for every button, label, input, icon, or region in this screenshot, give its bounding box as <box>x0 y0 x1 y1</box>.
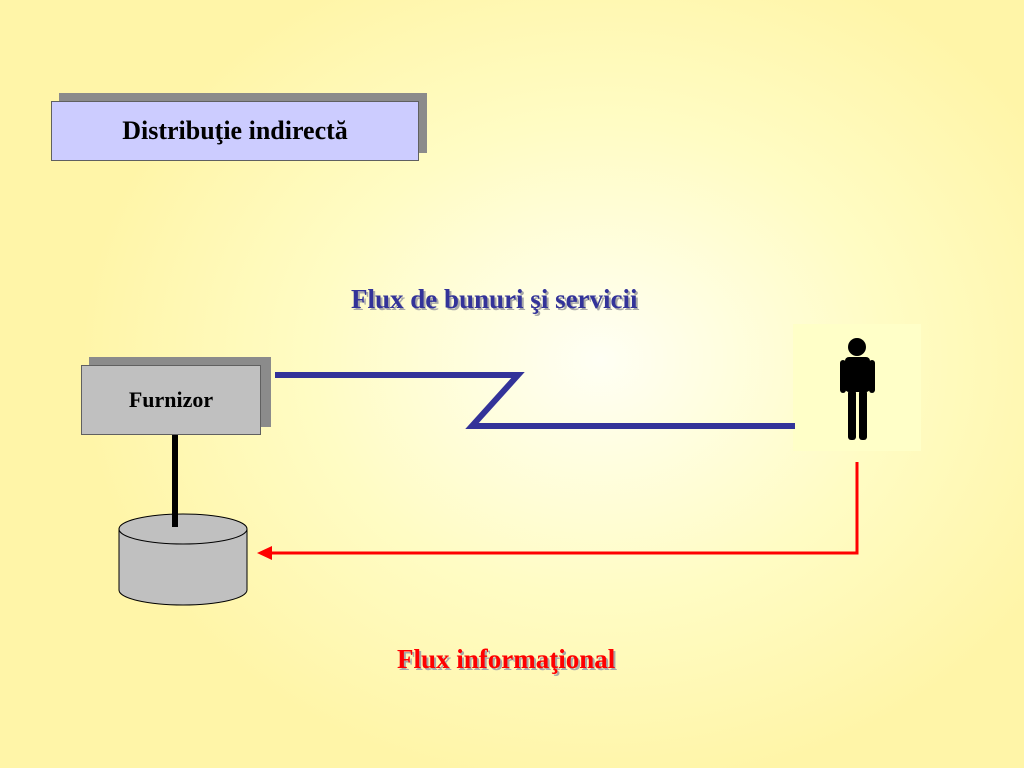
slide-title: Distribuţie indirectă <box>51 101 419 161</box>
supplier-box: Furnizor <box>81 365 261 435</box>
goods-flow-line <box>275 372 795 429</box>
info-flow-arrowhead <box>257 546 272 560</box>
info-flow-label: Flux informaţional <box>397 644 616 674</box>
goods-flow-label: Flux de bunuri şi servicii <box>351 284 638 314</box>
person-icon <box>840 338 875 440</box>
info-flow-line <box>270 462 859 555</box>
database-cylinder-icon <box>118 513 248 606</box>
